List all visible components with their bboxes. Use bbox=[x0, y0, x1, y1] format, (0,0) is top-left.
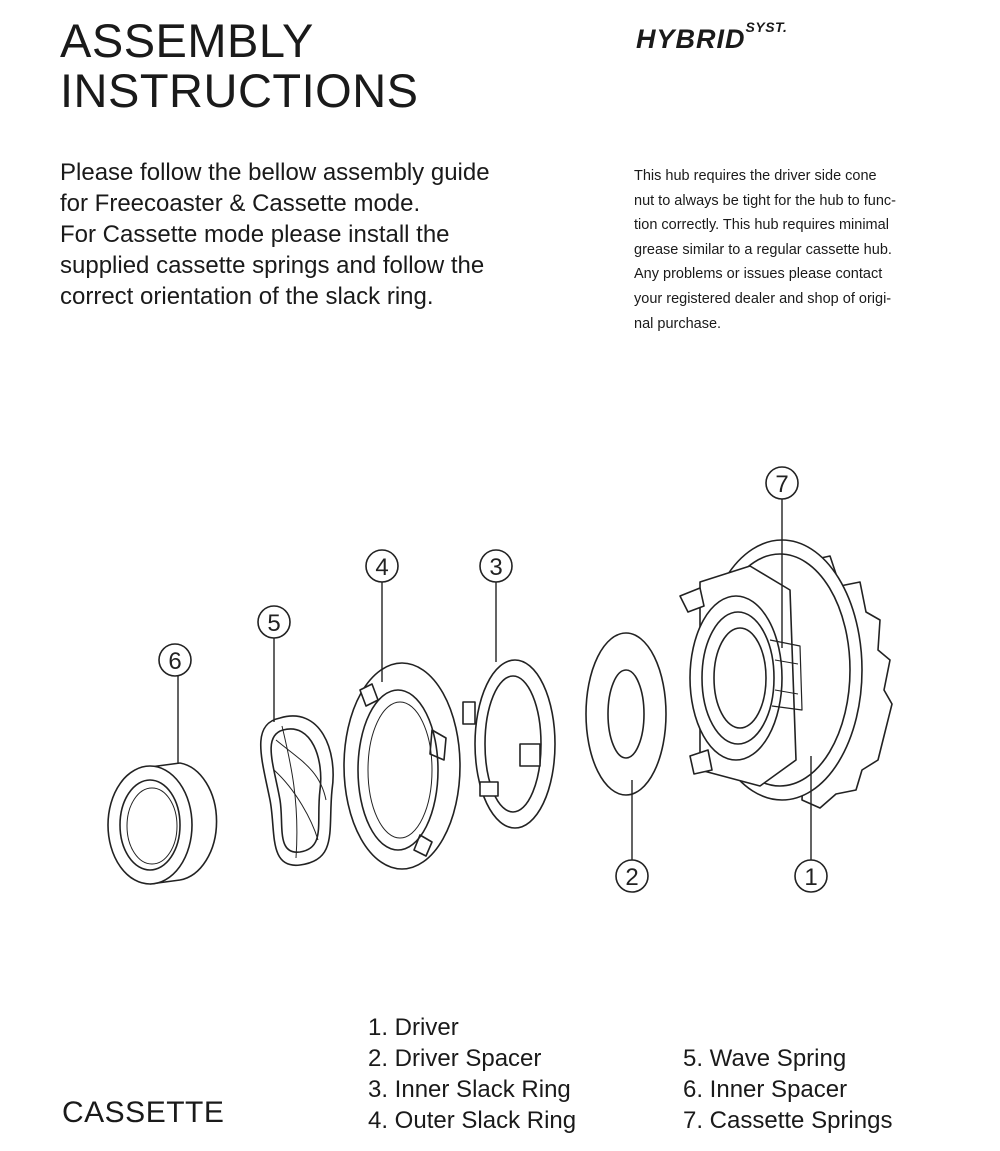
title-line-1: ASSEMBLY bbox=[60, 14, 314, 67]
parts-list-item: 3. Inner Slack Ring bbox=[368, 1076, 571, 1103]
parts-list-item: 2. Driver Spacer bbox=[368, 1045, 542, 1072]
note-line: Any problems or issues please contact bbox=[634, 266, 883, 283]
intro-line: for Freecoaster & Cassette mode. bbox=[60, 190, 421, 217]
callout-1-label: 1 bbox=[804, 864, 817, 891]
parts-list-item: 5. Wave Spring bbox=[683, 1045, 847, 1072]
intro-text: Please follow the bellow assembly guide … bbox=[60, 157, 580, 312]
callout-6-label: 6 bbox=[168, 648, 181, 675]
inner-spacer-part bbox=[107, 762, 218, 885]
brand-logo: HYBRIDSYST. bbox=[636, 19, 787, 55]
note-line: grease similar to a regular cassette hub… bbox=[634, 241, 892, 258]
intro-line: correct orientation of the slack ring. bbox=[60, 283, 434, 310]
callout-5-label: 5 bbox=[267, 610, 280, 637]
callout-2: 2 bbox=[615, 859, 649, 893]
callout-7: 7 bbox=[765, 466, 799, 500]
exploded-view-diagram: 6 5 4 3 2 1 7 bbox=[107, 466, 893, 893]
driver-spacer-part bbox=[585, 632, 667, 796]
callout-5: 5 bbox=[257, 605, 291, 639]
parts-list-item: 6. Inner Spacer bbox=[683, 1076, 848, 1103]
intro-line: Please follow the bellow assembly guide bbox=[60, 159, 490, 186]
callout-3-label: 3 bbox=[489, 554, 502, 581]
callout-7-label: 7 bbox=[775, 471, 788, 498]
intro-line: supplied cassette springs and follow the bbox=[60, 252, 485, 279]
inner-slack-ring-part bbox=[462, 659, 556, 829]
note-line: nal purchase. bbox=[634, 315, 722, 332]
hub-note: This hub requires the driver side cone n… bbox=[634, 164, 964, 336]
page-title: ASSEMBLY INSTRUCTIONS bbox=[60, 16, 419, 116]
callout-6: 6 bbox=[158, 643, 192, 677]
intro-line: For Cassette mode please install the bbox=[60, 221, 450, 248]
parts-list-item: 4. Outer Slack Ring bbox=[368, 1107, 577, 1134]
parts-list-item: 1. Driver bbox=[368, 1014, 459, 1041]
parts-list-item: 7. Cassette Springs bbox=[683, 1107, 893, 1134]
driver-cog-part bbox=[679, 539, 893, 809]
callout-3: 3 bbox=[479, 549, 513, 583]
note-line: your registered dealer and shop of origi… bbox=[634, 290, 892, 307]
wave-spring-part bbox=[260, 715, 334, 866]
brand-name: HYBRID bbox=[636, 24, 746, 54]
outer-slack-ring-part bbox=[343, 662, 461, 870]
parts-list-right: 5. Wave Spring 6. Inner Spacer 7. Casset… bbox=[683, 1043, 892, 1136]
callout-4-label: 4 bbox=[375, 554, 388, 581]
parts-list-left: 1. Driver 2. Driver Spacer 3. Inner Slac… bbox=[368, 1012, 576, 1136]
note-line: This hub requires the driver side cone bbox=[634, 168, 877, 184]
mode-label: CASSETTE bbox=[62, 1096, 225, 1129]
note-line: nut to always be tight for the hub to fu… bbox=[634, 192, 896, 209]
brand-suffix: SYST. bbox=[745, 19, 788, 35]
leader-lines bbox=[177, 499, 812, 860]
callout-2-label: 2 bbox=[625, 864, 638, 891]
callout-1: 1 bbox=[794, 859, 828, 893]
note-line: tion correctly. This hub requires minima… bbox=[634, 217, 889, 234]
callout-4: 4 bbox=[365, 549, 399, 583]
title-line-2: INSTRUCTIONS bbox=[60, 64, 419, 117]
